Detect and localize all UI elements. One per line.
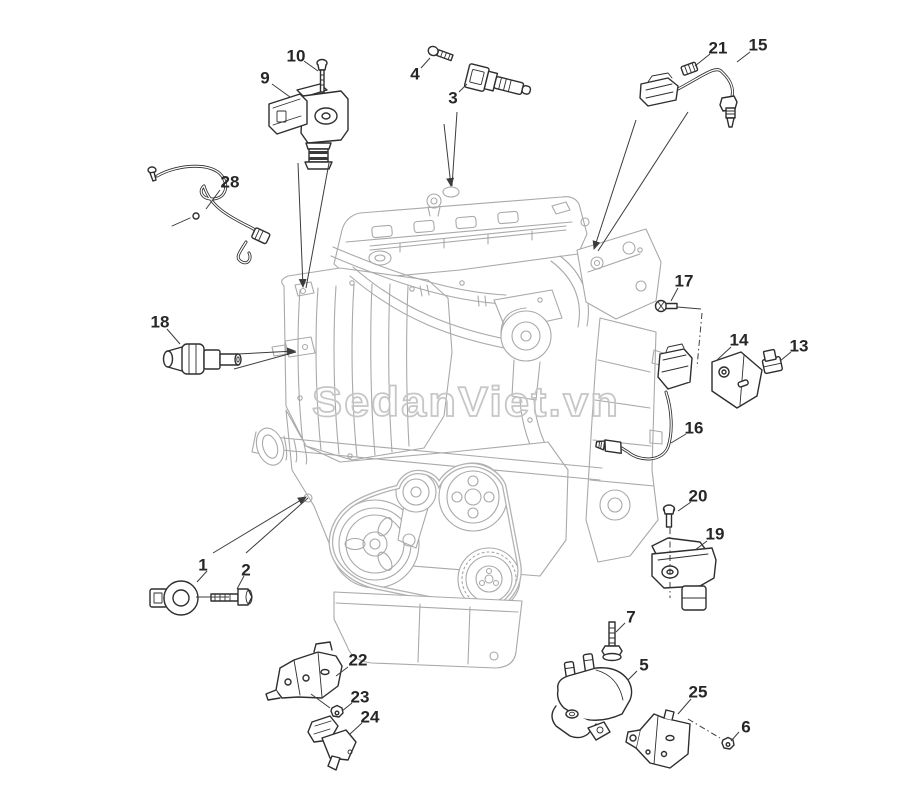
- part-4-bolt: [427, 45, 454, 62]
- callout-10: 10: [287, 47, 306, 66]
- watermark-text: SedanViet.vn: [312, 378, 620, 425]
- part-23-nut: [330, 704, 344, 718]
- callout-17: 17: [675, 272, 694, 291]
- part-6-nut: [721, 736, 735, 750]
- leader-line: [615, 622, 626, 633]
- leader-line: [305, 162, 330, 289]
- callout-25: 25: [689, 683, 708, 702]
- part-1-knock-sensor: [149, 580, 199, 616]
- engine-pulleys: [330, 462, 521, 611]
- part-13-clip: [761, 348, 783, 375]
- leader-line: [205, 189, 221, 210]
- part-9-map-sensor: [268, 83, 349, 170]
- callout-1: 1: [198, 556, 207, 575]
- leader-line: [233, 351, 297, 370]
- engine-valve-cover: [333, 186, 590, 281]
- leader-line: [443, 123, 455, 187]
- part-15-oxygen-sensor: [639, 68, 738, 128]
- part-18-oil-pressure-switch: [162, 343, 242, 375]
- engine-turbo: [493, 289, 563, 469]
- part-5-purge-valve: [551, 653, 633, 741]
- leader-line: [271, 83, 291, 98]
- leader-line: [237, 347, 296, 356]
- callout-20: 20: [689, 487, 708, 506]
- engine-drive-belt: [328, 462, 522, 614]
- callout-19: 19: [706, 525, 725, 544]
- part-10-bolt: [316, 58, 328, 93]
- callout-21: 21: [709, 39, 728, 58]
- callout-22: 22: [349, 651, 368, 670]
- leader-line: [245, 497, 309, 554]
- part-16-oxygen-sensor: [595, 343, 693, 461]
- leader-line: [696, 312, 703, 368]
- leader-line: [335, 666, 349, 677]
- leader-line: [420, 57, 431, 69]
- part-19-crank-sensor: [651, 537, 717, 611]
- part-17-bolt: [654, 299, 678, 313]
- leader-line: [730, 731, 740, 742]
- leader-line: [670, 433, 687, 444]
- leader-line: [297, 162, 307, 288]
- engine-right-side: [576, 228, 667, 563]
- leader-line: [627, 670, 638, 681]
- leader-line: [676, 306, 702, 310]
- callout-4: 4: [410, 65, 420, 84]
- callout-23: 23: [351, 688, 370, 707]
- part-21-clip: [680, 61, 699, 76]
- leader-line: [310, 693, 331, 709]
- leader-line: [592, 119, 637, 250]
- leader-line: [677, 698, 692, 715]
- callout-13: 13: [790, 337, 809, 356]
- callout-2: 2: [241, 561, 250, 580]
- part-3-cam-sensor: [463, 63, 532, 96]
- leader-line: [687, 718, 721, 739]
- leader-line: [677, 501, 692, 512]
- part-20-bolt: [662, 504, 676, 528]
- part-25-bracket: [625, 709, 691, 769]
- leader-line: [196, 570, 208, 583]
- leader-line: [166, 328, 181, 345]
- callout-18: 18: [151, 313, 170, 332]
- callout-24: 24: [361, 708, 380, 727]
- leader-line: [716, 346, 732, 361]
- callout-28: 28: [221, 173, 240, 192]
- leader-line: [212, 496, 307, 554]
- engine-hoses: [330, 246, 589, 351]
- callout-3: 3: [448, 89, 457, 108]
- leader-line: [349, 722, 363, 735]
- leader-line: [341, 702, 353, 712]
- engine-bolt-heads: [297, 247, 643, 459]
- part-7-bolt: [601, 621, 623, 662]
- callout-15: 15: [749, 36, 768, 55]
- leader-line: [458, 83, 468, 93]
- callout-9: 9: [260, 69, 269, 88]
- callout-5: 5: [639, 656, 648, 675]
- callout-14: 14: [730, 331, 749, 350]
- leader-line: [451, 111, 458, 187]
- leader-line: [779, 351, 792, 362]
- leader-line: [597, 111, 689, 252]
- part-24-sensor: [307, 715, 357, 771]
- leader-line: [694, 540, 708, 551]
- leader-line: [670, 287, 679, 302]
- callout-16: 16: [685, 419, 704, 438]
- leader-line: [236, 575, 245, 590]
- callout-7: 7: [626, 608, 635, 627]
- part-22-bracket: [265, 641, 343, 701]
- engine-oil-pan: [333, 591, 523, 669]
- part-14-bracket: [711, 351, 763, 409]
- leader-line: [736, 51, 751, 63]
- leader-line: [694, 53, 711, 67]
- leader-line: [303, 60, 319, 72]
- callout-6: 6: [741, 718, 750, 737]
